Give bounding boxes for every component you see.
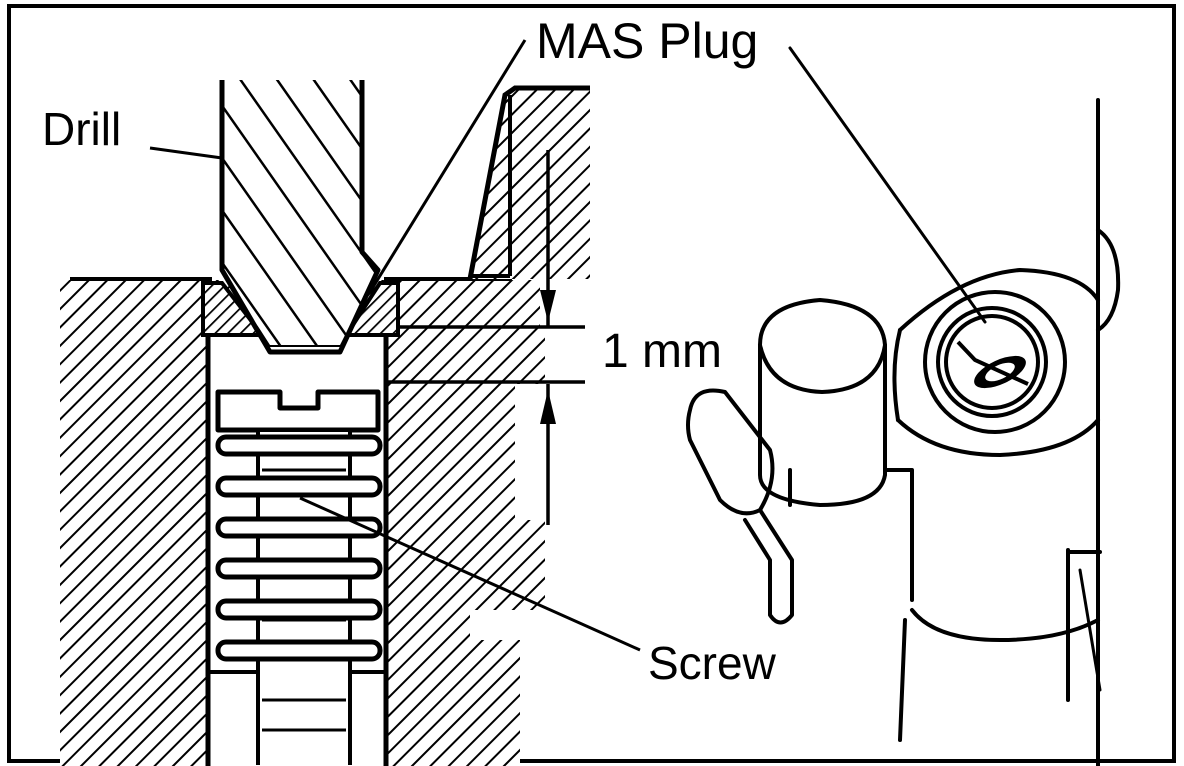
label-screw: Screw bbox=[648, 637, 776, 689]
body-boss bbox=[470, 88, 590, 279]
drill-bit bbox=[219, 80, 381, 355]
leader-drill bbox=[149, 146, 223, 160]
mas-plug-ring-outer bbox=[923, 290, 1067, 434]
mas-plug-top bbox=[956, 340, 1029, 389]
cross-section bbox=[60, 39, 641, 766]
leader-mas-plug-right bbox=[788, 46, 987, 324]
label-mas-plug: MAS Plug bbox=[536, 13, 759, 69]
dimension-arrow-down bbox=[540, 290, 556, 322]
dimension-arrow-up bbox=[540, 390, 556, 424]
mas-plug-ring-inner bbox=[936, 306, 1048, 418]
leader-mas-plug-left bbox=[368, 39, 527, 293]
spring-coils bbox=[215, 434, 383, 662]
label-dimension-1mm: 1 mm bbox=[602, 325, 722, 378]
figure-frame bbox=[7, 4, 1176, 763]
cylinder-boss bbox=[758, 298, 887, 507]
leader-screw bbox=[299, 496, 641, 652]
mas-plug-seat bbox=[944, 314, 1040, 410]
carburetor-external-view bbox=[686, 46, 1121, 766]
label-drill: Drill bbox=[42, 103, 122, 155]
